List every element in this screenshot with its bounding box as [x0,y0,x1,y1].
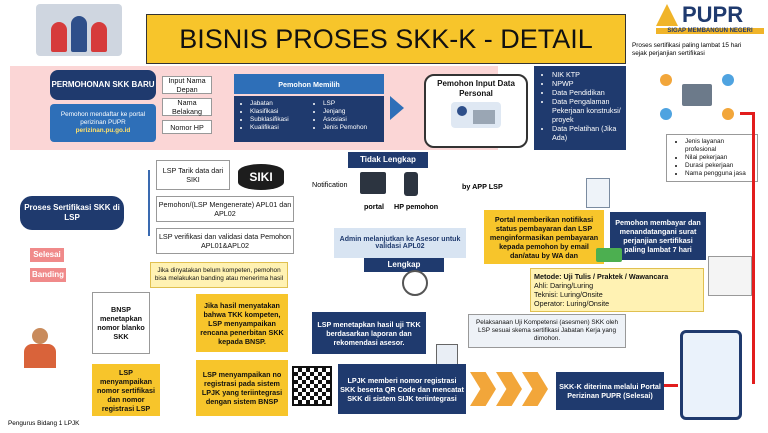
phone-icon [404,172,418,196]
note-top-right: Proses sertifikasi paling lambat 15 hari… [632,42,742,57]
pemohon-memilih-list: Jabatan Klasifikasi Subklasifikasi Kuali… [234,96,384,142]
chevron-right-icon [522,372,548,406]
asesor-item: Nilai pekerjaan [685,154,754,162]
pemohon-membayar: Pemohon membayar dan menandatangani sura… [610,212,706,260]
input-data-personal: Pemohon Input Data Personal [424,74,528,148]
pilih-item: Kualifikasi [250,124,305,132]
contract-icon [708,256,752,296]
permohonan-text: Pemohon mendaftar ke portal perizinan PU… [60,111,146,126]
pupr-tagline: SIGAP MEMBANGUN NEGERI [656,28,764,34]
pilih-item: Asosiasi [323,116,378,124]
metode-operator: Operator: Luring/Onsite [534,299,610,308]
data-item: Data Pendidikan [552,88,622,97]
lsp-menyampaikan-nomor: LSP menyampaikan nomor sertifikasi dan n… [92,364,160,416]
clipboard-pen-icon [680,330,742,420]
pemohon-memilih-header: Pemohon Memilih [234,74,384,94]
lsp-verifikasi: LSP verifikasi dan validasi data Pemohon… [156,228,294,254]
input-nama-depan: Input Nama Depan [162,76,212,94]
skk-diterima: SKK-K diterima melalui Portal Perizinan … [556,372,664,410]
portal-link[interactable]: perizinan.pu.go.id [75,127,131,134]
apl-generate: Pemohon/(LSP Mengenerate) APL01 dan APL0… [156,196,294,222]
logo-emblem [36,4,122,56]
chevron-right-icon [470,372,496,406]
data-item: NPWP [552,79,622,88]
selesai-badge: Selesai [30,248,64,262]
asesor-item: Jenis layanan profesional [685,138,754,154]
monitor-icon [360,172,386,194]
siki-badge: SIKI [238,164,284,190]
metode-title: Metode: Uji Tulis / Praktek / Wawancara [534,272,669,281]
tidak-lengkap-label: Tidak Lengkap [348,152,428,168]
pilih-item: LSP [323,100,378,108]
person-laptop-icon [451,102,501,129]
asesor-item: Durasi pekerjaan [685,162,754,170]
chevron-right-icon [496,372,522,406]
page-title: BISNIS PROSES SKK-K - DETAIL [146,14,626,64]
pilih-item: Klasifikasi [250,108,305,116]
return-line-top [740,112,755,115]
asesor-item: Nama pengguna jasa [685,170,754,178]
footer-text: Pengurus Bidang 1 LPJK [8,420,80,427]
pelaksanaan-box: Pelaksanaan Uji Kompetensi (asesmen) SKK… [468,314,626,348]
pilih-item: Jabatan [250,100,305,108]
lsp-tetapkan: LSP menetapkan hasil uji TKK berdasarkan… [312,312,426,354]
portal-label: portal [364,202,384,211]
lengkap-label: Lengkap [364,258,444,272]
connector [148,170,150,236]
app-lsp-label: by APP LSP [462,182,503,191]
pilih-item: Subklasifikasi [250,116,305,124]
pilih-item: Jenis Pemohon [323,124,378,132]
document-icon [586,178,610,208]
metode-box: Metode: Uji Tulis / Praktek / Wawancara … [530,268,704,312]
input-data-label: Pemohon Input Data Personal [437,79,515,98]
hp-pemohon-label: HP pemohon [394,202,439,211]
banding-badge: Banding [30,268,66,282]
lsp-tarik-data: LSP Tarik data dari SIKI [156,160,230,190]
jika-belum-kompeten: Jika dinyatakan belum kompeten, pemohon … [150,262,288,288]
permohonan-header: PERMOHONAN SKK BARU [50,70,156,100]
money-icon [596,248,622,262]
lsp-no-registrasi: LSP menyampaikan no registrasi pada sist… [196,360,288,416]
notification-label: Notification [312,180,348,189]
metode-ahli: Ahli: Daring/Luring [534,281,594,290]
return-line [752,112,755,384]
portal-notifikasi: Portal memberikan notifikasi status pemb… [484,210,604,264]
data-item: Data Pengalaman Pekerjaan konstruksi/ pr… [552,97,622,124]
scale-icon [402,270,428,296]
qr-code-icon [292,366,332,406]
permohonan-body: Pemohon mendaftar ke portal perizinan PU… [50,104,156,142]
input-nama-belakang: Nama Belakang [162,98,212,116]
asesor-list: Jenis layanan profesional Nilai pekerjaa… [666,134,758,182]
network-people-icon [656,70,740,124]
admin-asesor: Admin melanjutkan ke Asesor untuk valida… [334,228,466,258]
return-line-bottom [664,384,678,387]
pupr-name: PUPR [682,2,744,27]
metode-teknisi: Teknisi: Luring/Onsite [534,290,603,299]
lpjk-box: LPJK memberi nomor registrasi SKK besert… [338,364,466,414]
arrow-right-icon [390,96,404,120]
pupr-mark-icon [656,4,678,26]
data-item: NIK KTP [552,70,622,79]
jika-kompeten: Jika hasil menyatakan bahwa TKK kompeten… [196,294,288,352]
bnsp-box: BNSP menetapkan nomor blanko SKK [92,292,150,354]
person-icon [18,326,62,370]
pilih-item: Jenjang [323,108,378,116]
pupr-logo: PUPR SIGAP MEMBANGUN NEGERI [656,2,764,38]
input-nomor-hp: Nomor HP [162,120,212,134]
data-item: Data Pelatihan (Jika Ada) [552,124,622,142]
proses-sertifikasi: Proses Sertifikasi SKK di LSP [20,196,124,230]
data-list: NIK KTP NPWP Data Pendidikan Data Pengal… [534,66,626,150]
